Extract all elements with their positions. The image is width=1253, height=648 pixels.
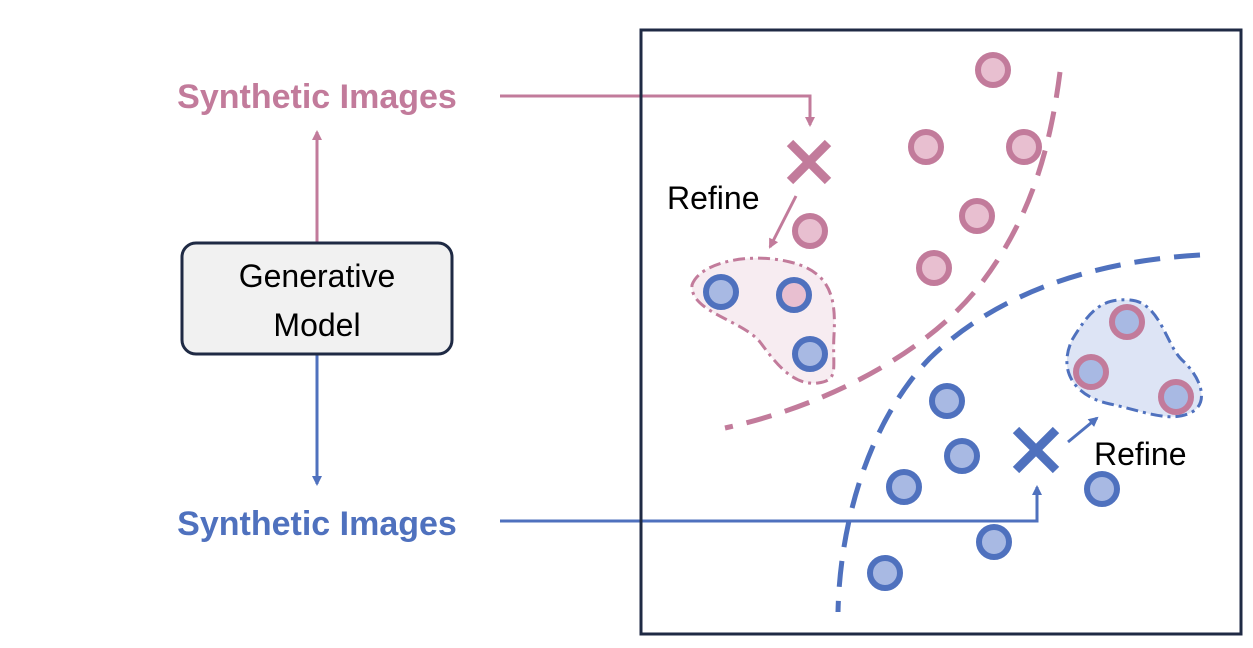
blue-point [867, 555, 903, 591]
model-label-line1: Generative [239, 258, 396, 294]
blue-refine-arrow [1067, 416, 1099, 444]
model-label-line2: Model [273, 307, 360, 343]
top-label-connector [500, 94, 815, 127]
refined-point [1158, 379, 1194, 415]
blue-point [976, 524, 1012, 560]
bottom-label-connector [500, 485, 1042, 523]
blue-point [1084, 471, 1120, 507]
blue-point [886, 469, 922, 505]
pink-point [975, 52, 1011, 88]
blue-x-marker [1012, 426, 1060, 474]
feature-space-frame [639, 28, 1243, 636]
pink-point [916, 250, 952, 286]
pink-refine-arrow [768, 195, 798, 249]
pink-refined-points [703, 274, 828, 372]
blue-decision-boundary [835, 252, 1201, 613]
refined-point [703, 274, 739, 310]
refine-label-left: Refine [667, 180, 760, 216]
synthetic-images-bottom-label: Synthetic Images [177, 505, 457, 543]
blue-class-points [867, 383, 1120, 591]
refined-point [1073, 354, 1109, 390]
generative-model-box [180, 241, 454, 356]
blue-point [944, 438, 980, 474]
pink-decision-boundary [724, 71, 1063, 431]
pink-class-points [792, 52, 1042, 286]
refined-point [792, 336, 828, 372]
pink-x-marker [786, 139, 832, 185]
blue-refined-points [1073, 304, 1194, 415]
refine-label-right: Refine [1094, 436, 1187, 472]
pink-point [908, 129, 944, 165]
pink-point [1006, 129, 1042, 165]
refined-point [776, 277, 812, 313]
pink-point [959, 198, 995, 234]
synthetic-images-top-label: Synthetic Images [177, 78, 457, 116]
refined-point [1109, 304, 1145, 340]
blue-point [929, 383, 965, 419]
pink-point [792, 213, 828, 249]
